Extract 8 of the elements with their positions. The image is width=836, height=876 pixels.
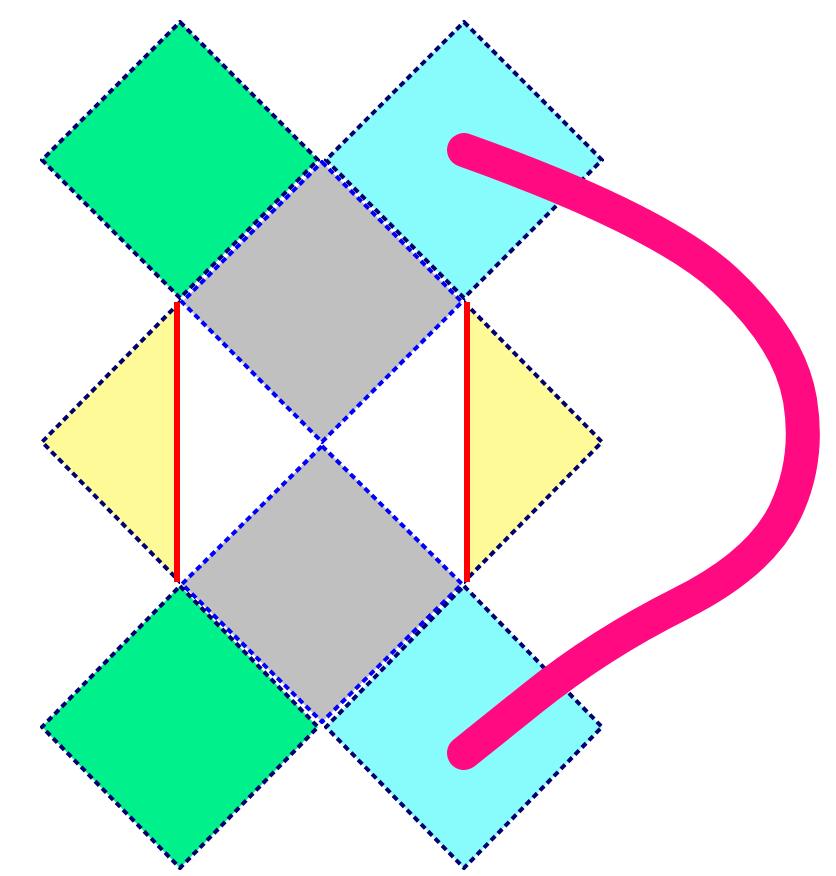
- diamond-shape: [40, 584, 320, 870]
- triangle-shape: [464, 300, 604, 584]
- diamond-shape: [180, 160, 464, 444]
- diamond-shape: [40, 20, 320, 300]
- diamond-shape: [180, 444, 464, 724]
- triangle-shape: [40, 300, 180, 584]
- brush-stroke: [447, 133, 820, 770]
- diamond-shape: [324, 584, 604, 870]
